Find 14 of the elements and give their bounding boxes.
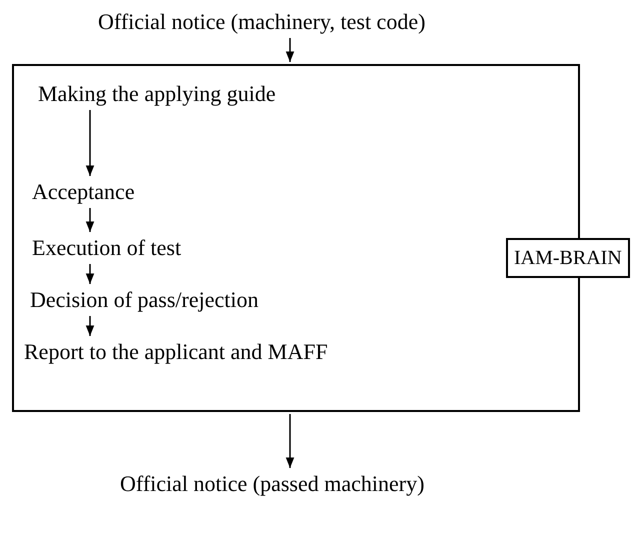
arrow <box>86 264 94 284</box>
notice-text: Official notice (machinery, test code) <box>98 8 426 36</box>
step-text: Report to the applicant and MAFF <box>24 338 328 366</box>
step-text: Decision of pass/rejection <box>30 286 258 314</box>
arrow <box>86 208 94 232</box>
institute-box: IAM-BRAIN <box>506 238 630 278</box>
arrow <box>286 38 294 62</box>
notice-text: Official notice (passed machinery) <box>120 470 424 498</box>
arrow <box>286 414 294 468</box>
step-text: Making the applying guide <box>38 80 276 108</box>
arrow <box>86 316 94 336</box>
arrow <box>86 110 94 176</box>
step-text: Acceptance <box>32 178 135 206</box>
step-text: Execution of test <box>32 234 182 262</box>
